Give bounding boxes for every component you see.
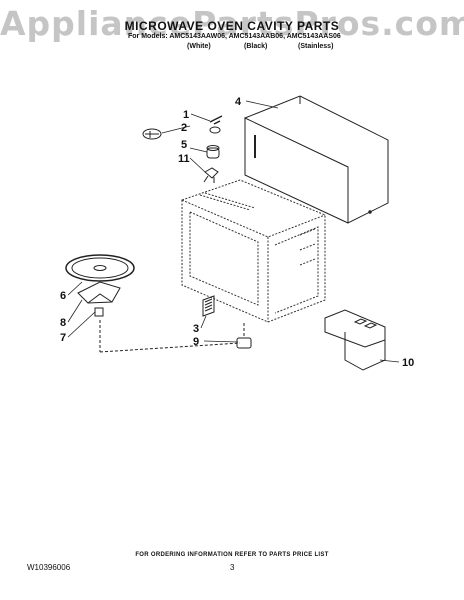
callout-8: 8 — [60, 317, 66, 329]
callout-2: 2 — [181, 122, 187, 134]
oven-cavity-part — [181, 179, 326, 323]
ordering-note: FOR ORDERING INFORMATION REFER TO PARTS … — [135, 552, 329, 558]
callout-labels: 1 2 3 4 5 6 7 8 9 10 11 — [60, 96, 414, 369]
watermark-logo: AppliancePartsPros.com — [0, 4, 464, 43]
callout-5: 5 — [181, 139, 187, 151]
turntable-assembly — [65, 254, 241, 353]
document-number: W10396006 — [27, 563, 71, 572]
bracket-part-10 — [324, 309, 386, 371]
callout-4: 4 — [235, 96, 242, 108]
callout-7: 7 — [60, 332, 66, 344]
variant-black: (Black) — [244, 43, 268, 50]
page-title: MICROWAVE OVEN CAVITY PARTS — [124, 19, 340, 33]
callout-1: 1 — [183, 109, 189, 121]
variant-white: (White) — [187, 43, 211, 50]
callout-10: 10 — [402, 357, 414, 369]
small-parts — [142, 115, 223, 183]
leader-lines — [67, 100, 400, 363]
callout-11: 11 — [178, 153, 190, 165]
outer-wrapper-part — [243, 95, 389, 224]
models-line: For Models: AMC5143AAW06, AMC5143AAB06, … — [128, 33, 341, 40]
grille-and-motor — [202, 295, 252, 349]
callout-9: 9 — [193, 336, 199, 348]
page-number: 3 — [230, 563, 235, 572]
callout-6: 6 — [60, 290, 66, 302]
variant-stainless: (Stainless) — [298, 43, 334, 50]
callout-3: 3 — [193, 323, 199, 335]
